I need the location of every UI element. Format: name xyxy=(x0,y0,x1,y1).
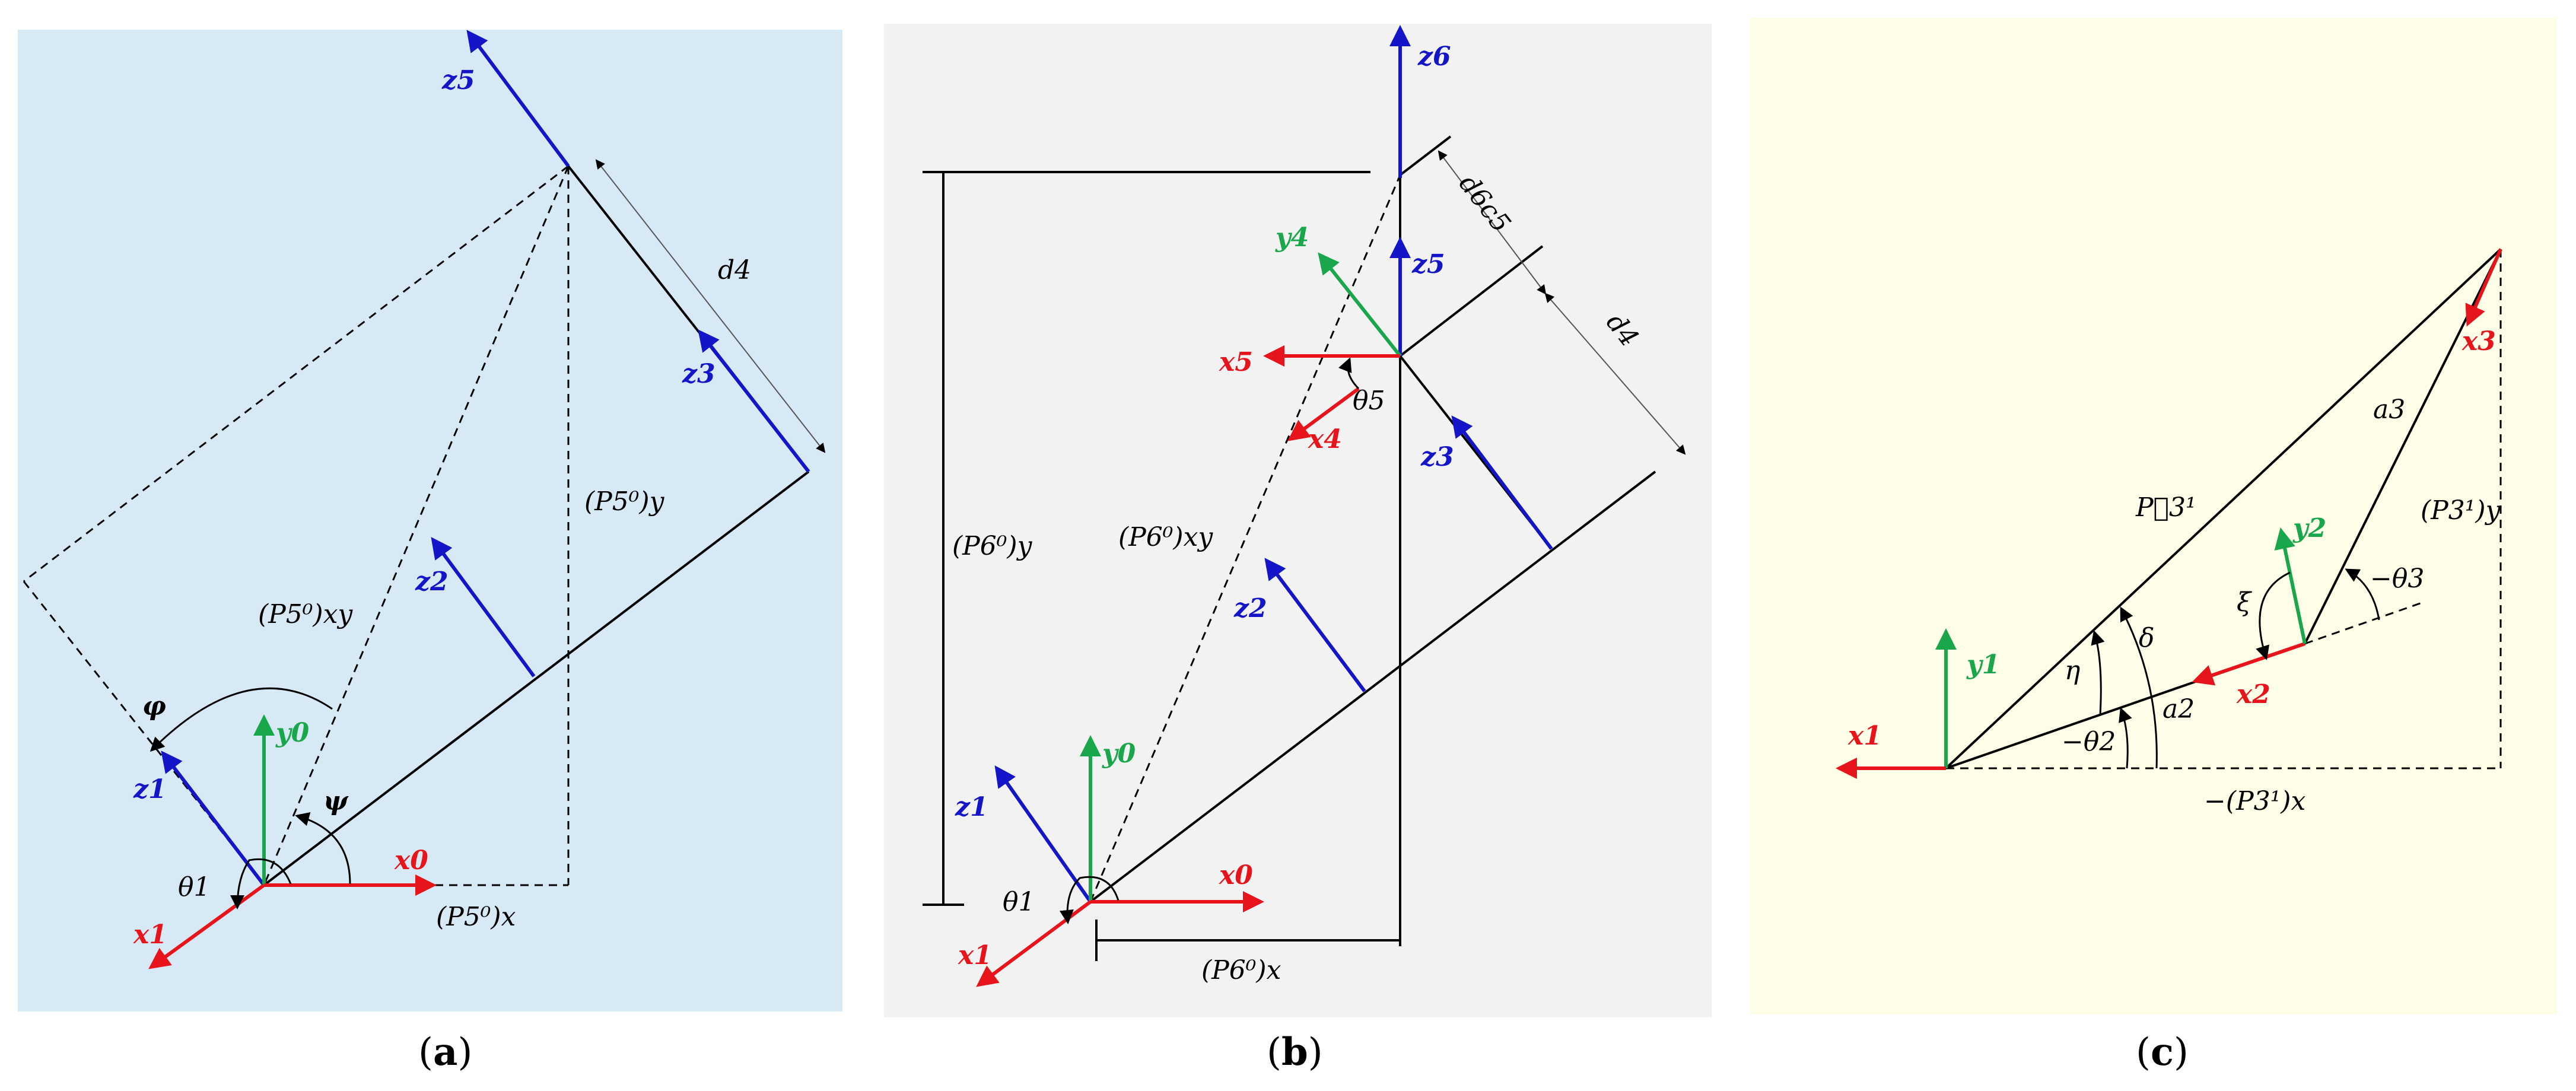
panel-b: z6 z5 y4 x5 x4 θ5 z3 z2 z1 y0 x0 x1 θ1 d… xyxy=(884,24,1712,1017)
xi-arc xyxy=(2256,571,2291,660)
phi-arc xyxy=(150,687,333,752)
x5-label: x5 xyxy=(1219,347,1253,377)
p31-vector-line xyxy=(1945,248,2502,769)
theta1-label: θ1 xyxy=(178,872,210,902)
x2-label: x2 xyxy=(2236,679,2270,710)
x3-axis xyxy=(2465,248,2502,327)
delta-label: δ xyxy=(2139,623,2155,653)
caption-c: (c) xyxy=(2136,1030,2189,1074)
caption-c-letter: c xyxy=(2151,1030,2174,1074)
x4-label: x4 xyxy=(1308,424,1342,454)
x1-axis xyxy=(148,883,265,969)
neg-theta3-label: −θ3 xyxy=(2370,564,2424,594)
d4-dimension xyxy=(595,159,826,453)
theta5-label: θ5 xyxy=(1353,386,1385,416)
p31-x-label: −(P3¹)x xyxy=(2204,786,2305,816)
z5-label: z5 xyxy=(1411,249,1445,279)
svg-text:(c): (c) xyxy=(2136,1030,2189,1074)
x1-label: x1 xyxy=(133,920,167,950)
theta5-arc xyxy=(1338,357,1360,390)
x3-label: x3 xyxy=(2461,326,2496,357)
neg-theta3-arc xyxy=(2345,568,2380,621)
a2-label: a2 xyxy=(2162,694,2195,724)
psi-arc xyxy=(295,812,351,885)
caption-a: (a) xyxy=(418,1030,472,1074)
psi-label: ψ xyxy=(323,786,349,816)
neg-theta2-arc xyxy=(2119,707,2132,769)
eta-arc xyxy=(2091,630,2105,715)
p6-y-label: (P6⁰)y xyxy=(952,531,1033,561)
neg-theta2-label: −θ2 xyxy=(2062,727,2116,757)
p5-x-label: (P5⁰)x xyxy=(436,902,516,932)
p6-xy-label: (P6⁰)xy xyxy=(1118,522,1213,552)
z3-label: z3 xyxy=(682,359,715,389)
p31-y-label: (P3¹)y xyxy=(2421,495,2501,526)
dashed-construction xyxy=(1089,174,1401,902)
panel-c-background xyxy=(1750,18,2557,1014)
z5-axis xyxy=(466,30,570,167)
caption-a-letter: a xyxy=(433,1030,457,1074)
link-line xyxy=(263,470,810,886)
y4-label: y4 xyxy=(1275,222,1309,253)
caption-b-letter: b xyxy=(1281,1030,1308,1074)
z3-axis xyxy=(698,329,810,473)
a3-label: a3 xyxy=(2373,395,2405,425)
dashed-construction xyxy=(1946,249,2502,769)
z5-label: z5 xyxy=(441,65,475,96)
x2-axis xyxy=(2192,642,2305,686)
svg-text:(b): (b) xyxy=(1267,1030,1323,1074)
panel-c: x3 a3 P⃗3¹ (P3¹)y y2 −θ3 ξ η δ x2 a2 −θ2… xyxy=(1750,18,2557,1014)
eta-label: η xyxy=(2065,656,2080,686)
link-line xyxy=(1089,470,1656,903)
x0-label: x0 xyxy=(394,845,428,876)
z6-label: z6 xyxy=(1417,42,1451,72)
svg-text:(a): (a) xyxy=(418,1030,472,1074)
panel-b-background xyxy=(884,24,1712,1017)
z3-label: z3 xyxy=(1420,442,1454,472)
d4-dimension xyxy=(1544,292,1686,455)
d6c5-dimension xyxy=(1438,150,1547,295)
theta1-arc xyxy=(1059,876,1120,924)
y0-label: y0 xyxy=(1102,739,1136,769)
xi-label: ξ xyxy=(2237,587,2253,618)
y0-label: y0 xyxy=(275,718,310,748)
z2-axis xyxy=(431,537,536,677)
z2-label: z2 xyxy=(415,567,449,597)
y2-axis xyxy=(2274,527,2307,644)
p5-xy-label: (P5⁰)xy xyxy=(258,599,353,629)
theta1-label: θ1 xyxy=(1003,887,1035,917)
z3-axis xyxy=(1451,415,1553,550)
caption-b: (b) xyxy=(1267,1030,1323,1074)
link-line xyxy=(1399,135,1452,176)
panel-a: z5 z3 z2 z1 y0 x0 x1 d4 (P5⁰)y (P5⁰)xy (… xyxy=(18,30,842,1012)
x1-label: x1 xyxy=(958,940,992,971)
y2-label: y2 xyxy=(2292,513,2326,543)
z1-label: z1 xyxy=(955,792,988,822)
x0-label: x0 xyxy=(1219,860,1253,890)
p6-x-label: (P6⁰)x xyxy=(1201,955,1281,985)
phi-label: φ xyxy=(142,691,166,721)
p5-y-label: (P5⁰)y xyxy=(584,486,665,517)
y4-axis xyxy=(1318,252,1402,357)
p31-label: P⃗3¹ xyxy=(2135,492,2196,523)
z1-label: z1 xyxy=(133,774,167,804)
panel-a-background xyxy=(18,30,842,1012)
y1-label: y1 xyxy=(1966,650,2000,680)
z2-label: z2 xyxy=(1233,593,1267,624)
delta-arc xyxy=(2120,606,2158,769)
x1-label: x1 xyxy=(1847,721,1882,751)
x4-axis xyxy=(1287,387,1360,441)
z2-axis xyxy=(1264,558,1366,692)
d4-label: d4 xyxy=(718,255,751,285)
z1-axis xyxy=(994,765,1092,903)
theta1-arc xyxy=(230,858,292,909)
